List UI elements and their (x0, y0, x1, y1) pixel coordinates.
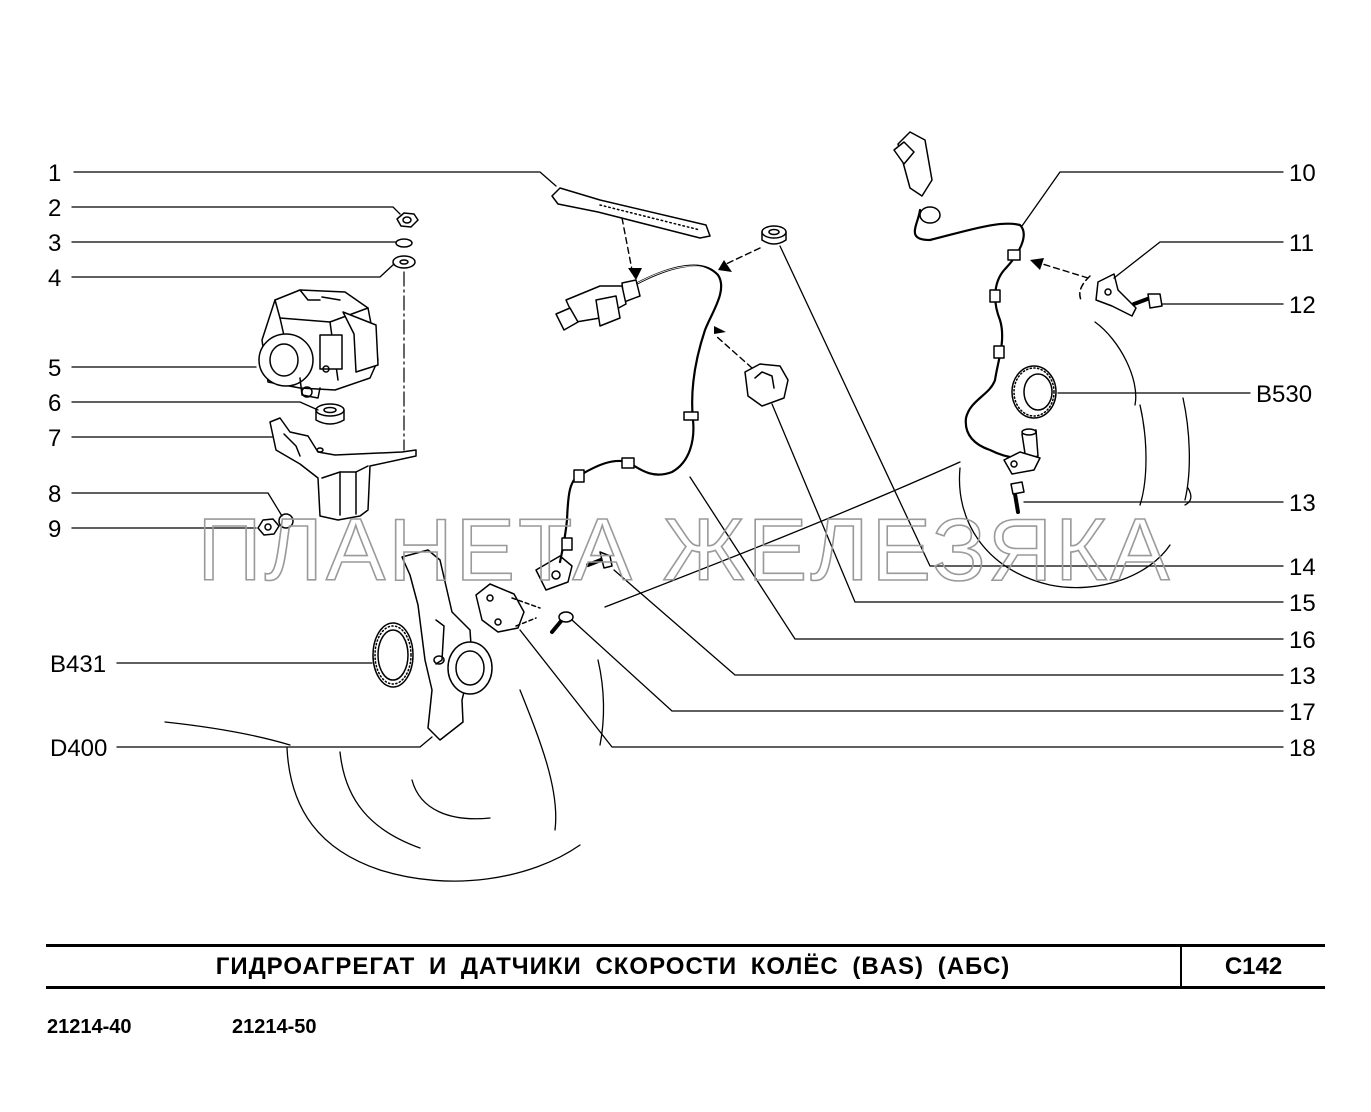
callout-16: 16 (1289, 627, 1316, 654)
grommet-part-14 (761, 225, 787, 245)
bracket-part-7 (269, 417, 417, 521)
arrow-heads (628, 258, 1044, 334)
model-number-1: 21214-40 (47, 1016, 132, 1038)
steering-knuckle-D400 (401, 549, 493, 741)
callout-1: 1 (48, 160, 61, 187)
washer-part-4 (392, 255, 416, 269)
cable-tie-part-1 (551, 187, 711, 239)
bolt-part-13-rear (1010, 481, 1025, 514)
callout-7: 7 (48, 425, 61, 452)
clip-bracket-arc (1079, 275, 1091, 303)
callout-10: 10 (1289, 160, 1316, 187)
rear-sensor-wire-harness (893, 131, 1025, 460)
callout-2: 2 (48, 195, 61, 222)
callout-5: 5 (48, 355, 61, 382)
callout-labels: 1 2 3 4 5 6 7 8 9 B431 D400 10 11 12 B53… (48, 160, 1316, 762)
spring-washer-part-3 (395, 238, 413, 248)
leader-lines-right (519, 171, 1284, 748)
washer-part-8 (278, 513, 294, 529)
callout-9: 9 (48, 516, 61, 543)
callout-D400: D400 (50, 735, 107, 762)
leader-lines-left (71, 171, 557, 748)
rear-speed-sensor-part-10 (1003, 428, 1041, 475)
callout-13-front: 13 (1289, 663, 1316, 690)
title-block-divider (1180, 944, 1182, 989)
watermark-text: ПЛАНЕТА ЖЕЛЕЗЯКА (198, 500, 1173, 599)
drawing-code: C142 (1224, 952, 1283, 980)
tone-ring-B530 (1011, 365, 1057, 419)
bolt-part-12 (1132, 293, 1163, 309)
front-sensor-wire-harness (555, 264, 723, 564)
callout-6: 6 (48, 390, 61, 417)
callout-12: 12 (1289, 292, 1316, 319)
callout-B530: B530 (1256, 381, 1312, 408)
title-block-frame (46, 944, 1325, 989)
callout-13-rear: 13 (1289, 490, 1316, 517)
callout-B431: B431 (50, 651, 106, 678)
bolt-part-17 (550, 611, 574, 634)
tone-ring-B431 (372, 622, 414, 688)
grommet-part-6 (315, 403, 345, 425)
model-number-2: 21214-50 (232, 1016, 317, 1038)
front-wheel-outline (164, 659, 605, 882)
callout-4: 4 (48, 265, 61, 292)
callout-18: 18 (1289, 735, 1316, 762)
callout-15: 15 (1289, 590, 1316, 617)
callout-8: 8 (48, 481, 61, 508)
clip-part-15 (744, 363, 789, 407)
sensor-bracket-part-18 (475, 583, 541, 633)
rear-wheel-outline (958, 321, 1192, 589)
hydraulic-unit-part-5 (258, 289, 379, 399)
nut-part-9 (257, 518, 280, 536)
drawing-title: ГИДРОАГРЕГАТ И ДАТЧИКИ СКОРОСТИ КОЛЁС (B… (215, 952, 1011, 980)
clip-part-11 (1095, 273, 1137, 317)
front-speed-sensor-part-16 (535, 555, 573, 591)
assembly-arrows (621, 217, 1089, 369)
callout-11: 11 (1289, 230, 1314, 257)
brake-pipe-line (604, 461, 961, 608)
nut-part-2 (396, 212, 419, 228)
bolt-part-13-front (586, 551, 613, 569)
callout-14: 14 (1289, 554, 1316, 581)
callout-17: 17 (1289, 699, 1316, 726)
callout-3: 3 (48, 230, 61, 257)
